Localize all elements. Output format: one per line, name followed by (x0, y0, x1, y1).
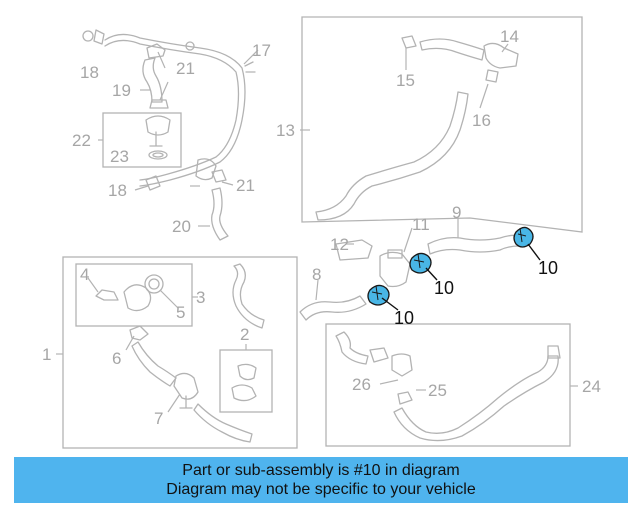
callout-10-c[interactable]: 10 (538, 258, 558, 278)
coolant-pipe-assembly (82, 29, 256, 241)
callout-9: 9 (452, 203, 461, 222)
callout-1: 1 (42, 345, 51, 364)
leader-lines (56, 43, 578, 413)
callout-2: 2 (240, 325, 249, 344)
callout-25: 25 (428, 381, 447, 400)
callout-17: 17 (252, 41, 271, 60)
callout-20: 20 (172, 217, 191, 236)
callout-16: 16 (472, 111, 491, 130)
part-info-banner: Part or sub-assembly is #10 in diagram D… (14, 457, 628, 503)
callout-13: 13 (276, 121, 295, 140)
part-10-clamp-1[interactable] (367, 284, 390, 306)
middle-hose-group (299, 234, 521, 321)
callout-15: 15 (396, 71, 415, 90)
callout-19: 19 (112, 81, 131, 100)
callout-7: 7 (154, 409, 163, 428)
callout-12: 12 (330, 235, 349, 254)
banner-line-part-number: Part or sub-assembly is #10 in diagram (182, 462, 460, 479)
callout-4: 4 (80, 265, 89, 284)
callout-10-a[interactable]: 10 (394, 308, 414, 328)
callout-22: 22 (72, 131, 91, 150)
callout-21-a: 21 (176, 59, 195, 78)
part-10-highlight-group (367, 226, 541, 311)
group-box-13 (301, 16, 583, 233)
group-box-3 (75, 263, 193, 327)
callout-18-a: 18 (80, 63, 99, 82)
callout-18-b: 18 (108, 181, 127, 200)
banner-line-disclaimer: Diagram may not be specific to your vehi… (166, 481, 476, 498)
group-24-parts (335, 331, 561, 442)
callout-21-b: 21 (236, 176, 255, 195)
upper-hose-group (315, 35, 519, 221)
callout-10-b[interactable]: 10 (434, 278, 454, 298)
callout-3: 3 (196, 288, 205, 307)
part-10-clamp-3[interactable] (513, 226, 534, 248)
callout-6: 6 (112, 349, 121, 368)
group-1-parts (95, 263, 265, 443)
exploded-parts-diagram: 1 2 3 4 5 6 7 8 9 10 10 10 11 12 13 14 1… (42, 16, 601, 449)
callout-26: 26 (352, 375, 371, 394)
callout-5: 5 (176, 303, 185, 322)
callout-8: 8 (312, 265, 321, 284)
group-box-24 (325, 323, 571, 447)
group-box-1 (62, 256, 298, 449)
callout-labels: 1 2 3 4 5 6 7 8 9 10 10 10 11 12 13 14 1… (42, 27, 601, 428)
callout-23: 23 (110, 147, 129, 166)
callout-11: 11 (412, 215, 430, 234)
callout-24: 24 (582, 377, 601, 396)
callout-14: 14 (500, 27, 519, 46)
group-box-2 (219, 349, 273, 413)
